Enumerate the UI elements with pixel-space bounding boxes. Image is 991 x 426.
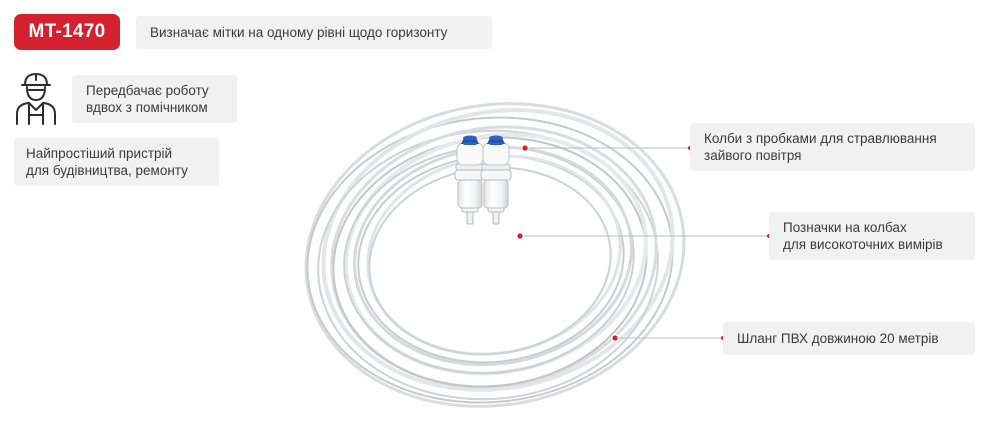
hose-coil [304, 102, 686, 408]
product-image [304, 102, 686, 408]
feature-simple-line-1: Найпростіший пристрій [26, 146, 173, 161]
model-badge: MT-1470 [14, 14, 120, 50]
callout-marks-card: Позначки на колбах для високоточних вимі… [769, 212, 975, 260]
feature-horizon-card: Визначає мітки на одному рівні щодо гори… [136, 16, 492, 49]
callout-flasks-line-2: зайвого повітря [704, 148, 802, 163]
callout-marks-line-1: Позначки на колбах [783, 220, 907, 235]
callout-flasks-card: Колби з пробками для стравлювання зайвог… [690, 123, 975, 171]
flask-right [480, 135, 512, 225]
feature-helper-card: Передбачає роботу вдвох з помічником [72, 75, 237, 123]
callout-flasks-line-1: Колби з пробками для стравлювання [704, 131, 937, 146]
feature-horizon-text: Визначає мітки на одному рівні щодо гори… [150, 25, 448, 40]
feature-simple-card: Найпростіший пристрій для будівництва, р… [14, 138, 219, 186]
callout-hose-text: Шланг ПВХ довжиною 20 метрів [737, 331, 939, 346]
feature-helper-line-1: Передбачає роботу [86, 83, 209, 98]
callout-marks-line-2: для високоточних вимірів [783, 237, 943, 252]
feature-helper-line-2: вдвох з помічником [86, 100, 208, 115]
worker-icon [16, 73, 56, 125]
callout-hose-card: Шланг ПВХ довжиною 20 метрів [723, 322, 975, 355]
feature-simple-line-2: для будівництва, ремонту [26, 163, 188, 178]
flask-left [454, 135, 486, 225]
